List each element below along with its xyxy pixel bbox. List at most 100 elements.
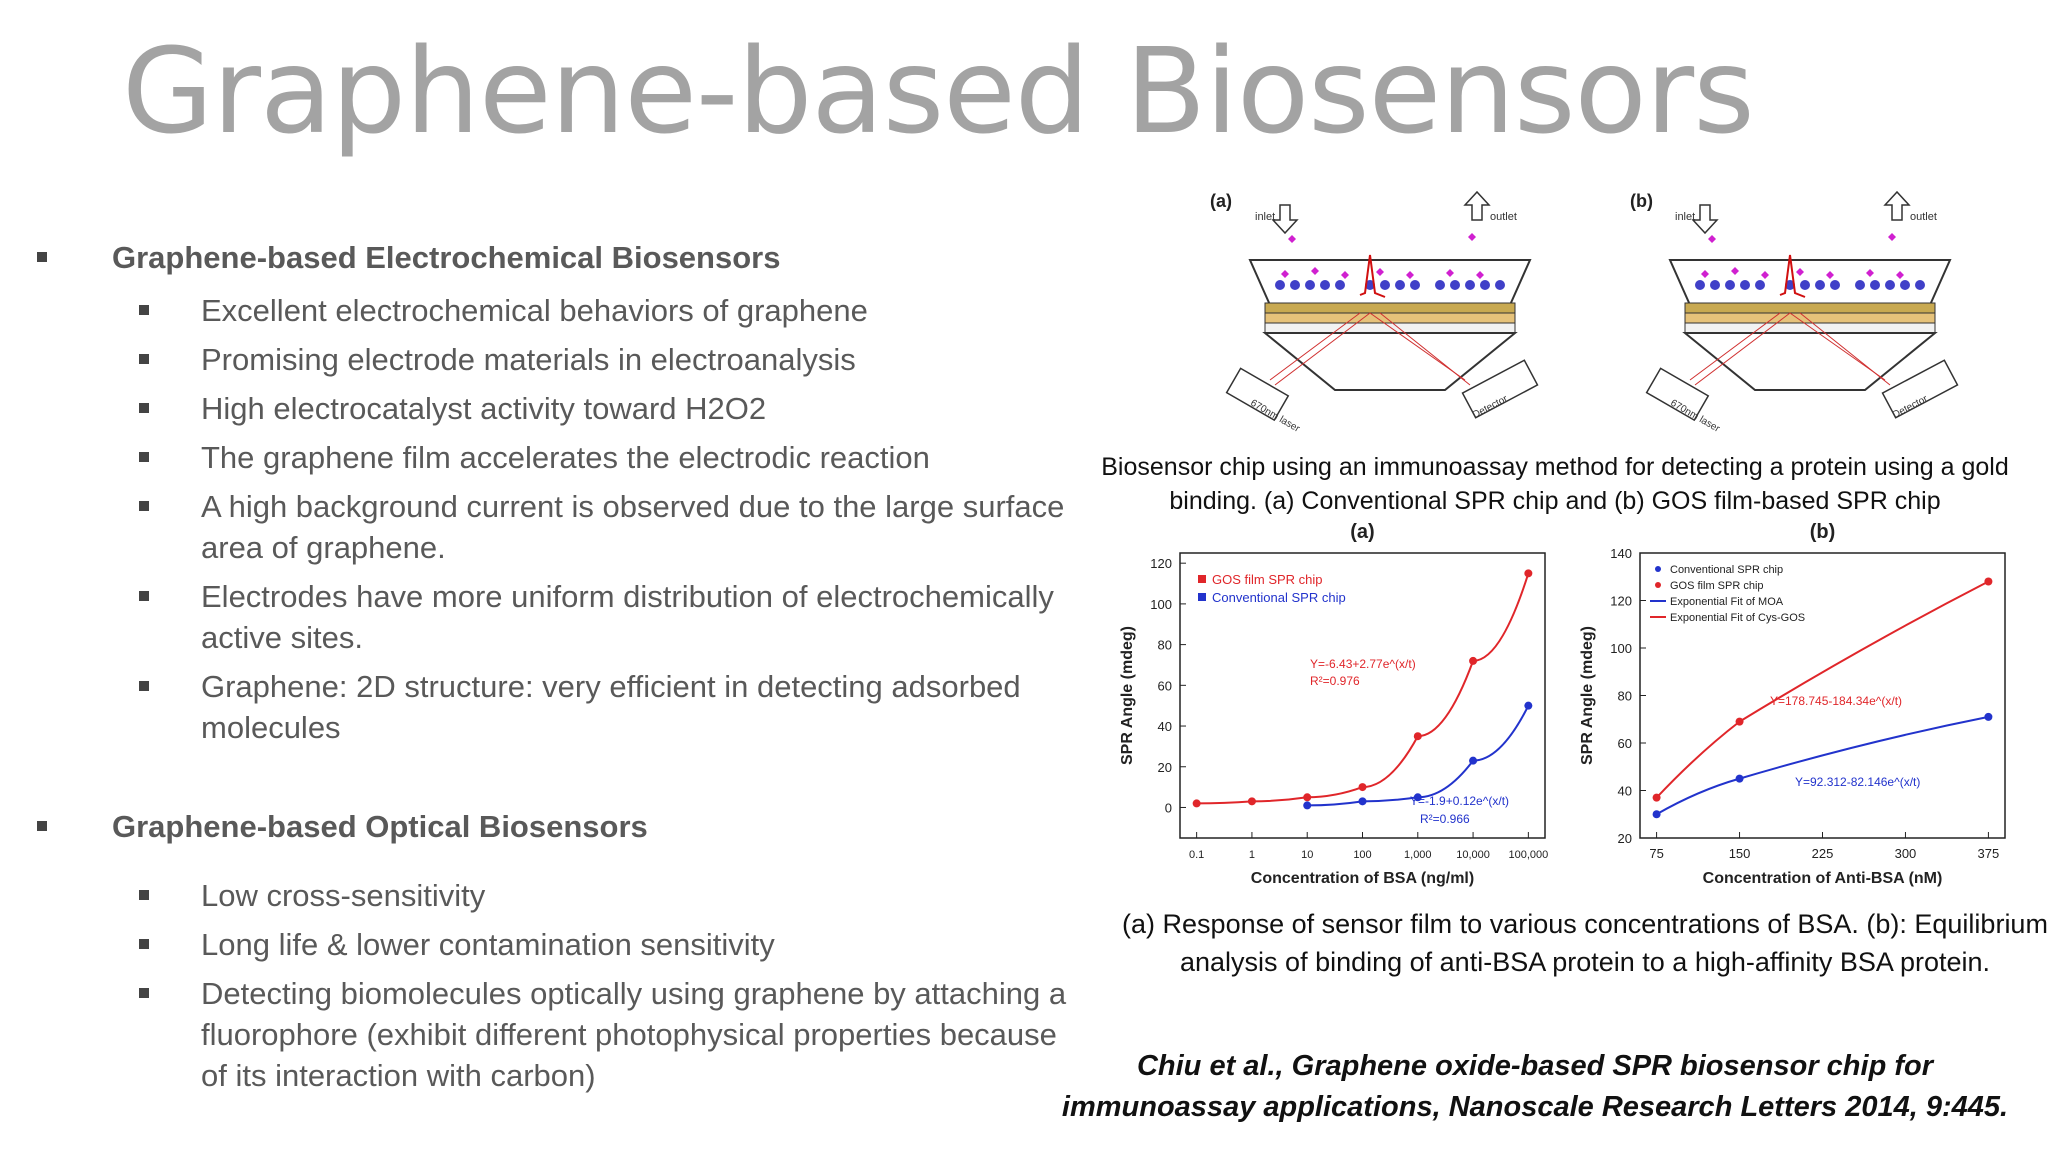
legend-label: Exponential Fit of MOA: [1670, 596, 1784, 608]
bullet-marker: [139, 890, 149, 900]
y-tick-label: 140: [1610, 546, 1632, 561]
bullet-marker: [139, 452, 149, 462]
y-tick-label: 20: [1158, 760, 1172, 775]
y-tick-label: 100: [1150, 597, 1172, 612]
legend-label: Exponential Fit of Cys-GOS: [1670, 612, 1805, 624]
legend-marker: [1198, 575, 1206, 583]
y-tick-label: 40: [1618, 784, 1632, 799]
data-point: [1469, 756, 1478, 765]
data-point: [1652, 793, 1661, 802]
y-tick-label: 0: [1165, 800, 1172, 815]
bullet-marker: [139, 988, 149, 998]
y-tick-label: 60: [1618, 736, 1632, 751]
list-item: The graphene film accelerates the electr…: [201, 440, 930, 475]
bullet-marker: [139, 403, 149, 413]
fit-equation: Y=-1.9+0.12e^(x/t): [1410, 794, 1509, 808]
fit-equation: Y=178.745-184.34e^(x/t): [1770, 694, 1902, 708]
legend-label: GOS film SPR chip: [1670, 580, 1764, 592]
bullet-marker: [139, 681, 149, 691]
data-point: [1358, 797, 1367, 806]
inlet-label: inlet: [1255, 211, 1275, 223]
data-point: [1413, 732, 1422, 741]
legend-marker: [1655, 566, 1661, 572]
chart-a-bsa-response: (a) 0 20 40 60 80 100 120 0.1 1 10 100 1,000 10,000 10…: [1119, 521, 1548, 887]
list-item: High electrocatalyst activity toward H2O…: [201, 391, 767, 426]
data-point: [1524, 701, 1533, 710]
y-tick-label: 20: [1618, 831, 1632, 846]
legend-marker: [1655, 582, 1661, 588]
legend-marker: [1198, 593, 1206, 601]
bullet-marker: [139, 305, 149, 315]
y-tick-label: 40: [1158, 719, 1172, 734]
citation: Chiu et al., Graphene oxide-based SPR bi…: [1061, 1050, 2009, 1123]
data-point: [1984, 712, 1993, 721]
x-tick-label: 10,000: [1456, 849, 1490, 861]
list-item: Detecting biomolecules optically using g…: [201, 976, 1067, 1093]
page-title: Graphene-based Biosensors: [122, 22, 1755, 160]
bullet-marker: [37, 821, 47, 831]
bullet-marker: [37, 252, 47, 262]
figure-bottom-caption: (a) Response of sensor film to various c…: [1122, 909, 2048, 977]
data-point: [1413, 793, 1422, 802]
panel-label: (b): [1810, 521, 1836, 543]
fit-equation: Y=-6.43+2.77e^(x/t): [1310, 657, 1416, 671]
x-tick-label: 75: [1649, 846, 1663, 861]
list-item: Promising electrode materials in electro…: [201, 342, 856, 377]
data-point: [1192, 799, 1201, 808]
y-tick-label: 80: [1618, 689, 1632, 704]
x-tick-label: 1,000: [1404, 849, 1432, 861]
outlet-label: outlet: [1910, 211, 1937, 223]
x-tick-label: 375: [1978, 846, 2000, 861]
x-tick-label: 10: [1301, 849, 1313, 861]
spr-chip-schematic: (a) (b) inlet outlet inlet outlet 670nm …: [1210, 191, 1959, 435]
inlet-label: inlet: [1675, 211, 1695, 223]
fit-r-squared: R²=0.976: [1310, 674, 1360, 688]
y-tick-label: 100: [1610, 641, 1632, 656]
data-point: [1247, 797, 1256, 806]
bullet-marker: [139, 591, 149, 601]
bullet-marker: [139, 354, 149, 364]
x-tick-label: 100,000: [1508, 849, 1548, 861]
legend-label: Conventional SPR chip: [1212, 590, 1346, 605]
series-fit-line: [1307, 705, 1530, 807]
data-point: [1303, 801, 1312, 810]
list-item: Excellent electrochemical behaviors of g…: [201, 293, 868, 328]
x-tick-label: 1: [1249, 849, 1255, 861]
y-tick-label: 120: [1610, 594, 1632, 609]
data-point: [1524, 569, 1533, 578]
series-fit-line: [1656, 715, 1989, 816]
list-item: A high background current is observed du…: [201, 489, 1065, 565]
x-tick-label: 150: [1729, 846, 1751, 861]
series-fit-line: [1655, 580, 1989, 799]
y-tick-label: 60: [1158, 678, 1172, 693]
x-tick-label: 300: [1895, 846, 1917, 861]
fit-r-squared: R²=0.966: [1420, 812, 1470, 826]
x-tick-label: 0.1: [1189, 849, 1204, 861]
x-tick-label: 100: [1353, 849, 1371, 861]
legend-label: Conventional SPR chip: [1670, 564, 1783, 576]
section-heading: Graphene-based Electrochemical Biosensor…: [112, 240, 781, 275]
panel-a-label: (a): [1210, 191, 1232, 211]
x-tick-label: 225: [1812, 846, 1834, 861]
data-point: [1652, 810, 1661, 819]
list-item: Long life & lower contamination sensitiv…: [201, 927, 775, 962]
bullet-marker: [139, 501, 149, 511]
panel-label: (a): [1350, 521, 1374, 543]
data-point: [1984, 577, 1993, 586]
data-point: [1469, 656, 1478, 665]
list-item: Graphene: 2D structure: very efficient i…: [201, 669, 1021, 745]
x-axis-label: Concentration of BSA (ng/ml): [1251, 870, 1474, 887]
y-tick-label: 80: [1158, 638, 1172, 653]
figure-top-caption: Biosensor chip using an immunoassay meth…: [1101, 453, 2009, 515]
y-tick-label: 120: [1150, 556, 1172, 571]
panel-b-label: (b): [1630, 191, 1653, 211]
legend-label: GOS film SPR chip: [1212, 572, 1323, 587]
bullet-marker: [139, 939, 149, 949]
section-heading: Graphene-based Optical Biosensors: [112, 809, 648, 844]
series-fit-line: [1196, 573, 1530, 805]
y-axis-label: SPR Angle (mdeg): [1579, 626, 1596, 765]
list-item: Electrodes have more uniform distributio…: [201, 579, 1054, 655]
y-axis-label: SPR Angle (mdeg): [1119, 626, 1136, 765]
list-item: Low cross-sensitivity: [201, 878, 486, 913]
